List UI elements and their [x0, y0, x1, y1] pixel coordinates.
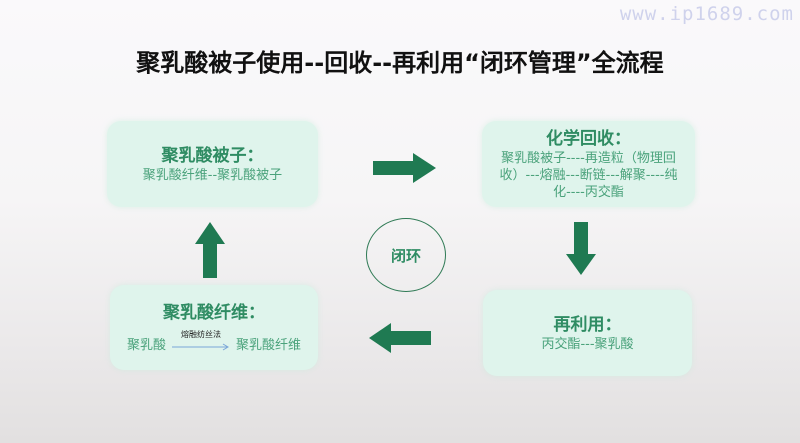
flow-to: 聚乳酸纤维 [236, 338, 302, 353]
box-heading: 聚乳酸被子： [161, 145, 264, 166]
arrow-up-icon [195, 222, 225, 278]
watermark: www.ip1689.com [619, 3, 794, 25]
flow-from: 聚乳酸 [126, 338, 166, 353]
box-body: 聚乳酸纤维--聚乳酸被子 [142, 167, 283, 183]
box-heading: 再利用： [553, 314, 622, 335]
box-heading: 化学回收： [546, 128, 631, 149]
closed-loop-label: 闭环 [390, 246, 421, 265]
process-label: 熔融纺丝法 [181, 330, 221, 339]
process-flow: 聚乳酸 熔融纺丝法 聚乳酸纤维 [126, 330, 302, 353]
page-title: 聚乳酸被子使用--回收--再利用“闭环管理”全流程 [136, 49, 664, 77]
process-arrow: 熔融纺丝法 [172, 330, 230, 353]
box-pla-fiber: 聚乳酸纤维： 聚乳酸 熔融纺丝法 聚乳酸纤维 [110, 285, 318, 370]
box-chemical-recycling: 化学回收： 聚乳酸被子----再造粒（物理回收）---熔融---断链---解聚-… [482, 121, 695, 207]
thin-arrow-right-icon [172, 343, 229, 351]
arrow-right-icon [373, 153, 436, 183]
box-body: 丙交酯---聚乳酸 [541, 336, 634, 352]
arrow-left-icon [369, 323, 431, 353]
closed-loop-circle: 闭环 [366, 218, 446, 292]
box-reuse: 再利用： 丙交酯---聚乳酸 [483, 290, 692, 376]
arrow-down-icon [566, 222, 596, 275]
box-pla-quilt: 聚乳酸被子： 聚乳酸纤维--聚乳酸被子 [107, 121, 318, 207]
box-heading: 聚乳酸纤维： [163, 303, 265, 323]
box-body: 聚乳酸被子----再造粒（物理回收）---熔融---断链---解聚----纯化-… [499, 150, 678, 200]
